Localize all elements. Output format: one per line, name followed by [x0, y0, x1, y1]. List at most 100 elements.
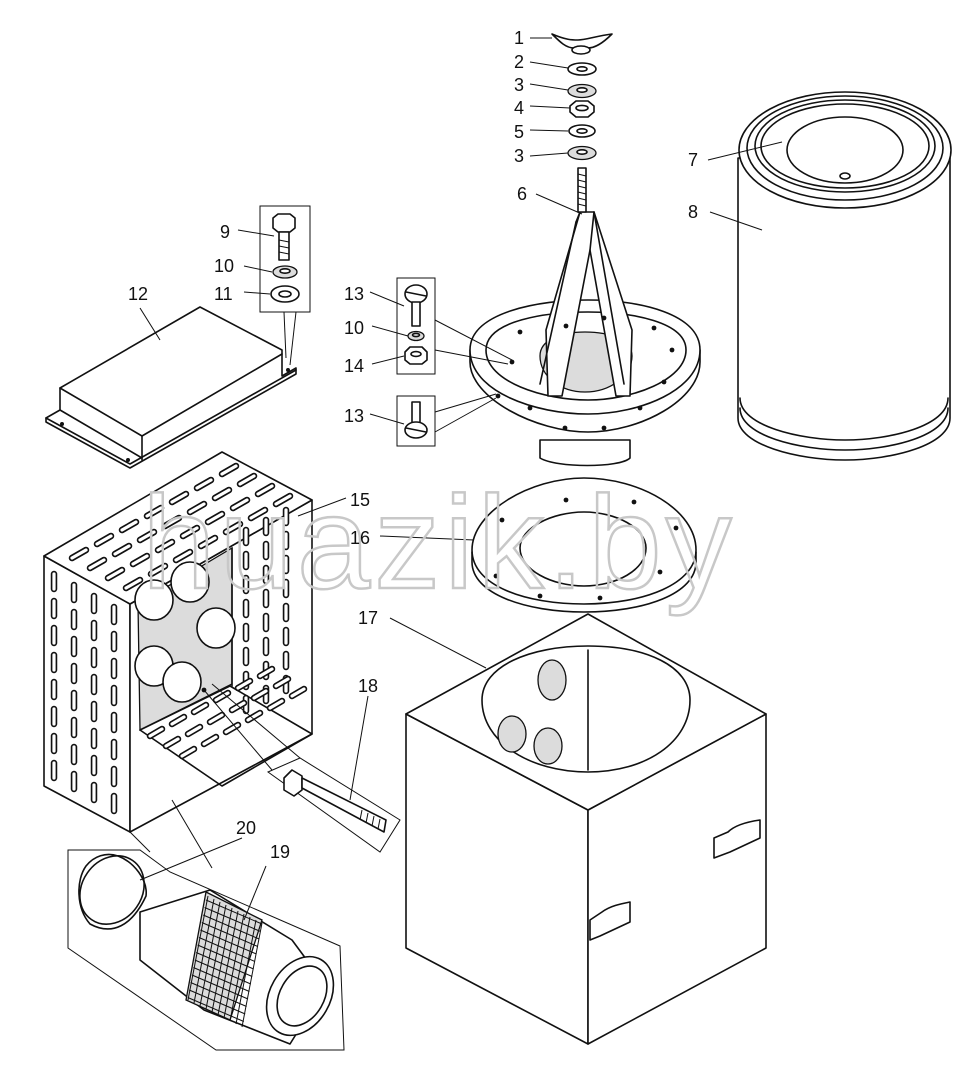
perforation-slot-inner [213, 488, 231, 500]
perforation-slot-inner [256, 484, 274, 496]
callout-8: 8 [688, 202, 698, 222]
callout-2: 2 [514, 52, 524, 72]
perforation-slot-inner [131, 554, 149, 566]
perforation-slot-inner [88, 558, 106, 570]
perforation-slot-inner [202, 735, 218, 746]
mesh-line [198, 937, 256, 962]
perforation-slot-inner [170, 715, 186, 726]
perforation-slot-inner [208, 713, 224, 724]
screw-13-lower [404, 401, 428, 439]
mesh-line [241, 922, 263, 1028]
perforation-slot-inner [124, 578, 142, 590]
perforation-slot-inner [138, 530, 156, 542]
callout-9: 9 [220, 222, 230, 242]
perforation-slot-inner [214, 691, 230, 702]
callout-15: 15 [350, 490, 370, 510]
perforation-slot-inner [258, 667, 274, 678]
cover-with-cone-6 [469, 167, 701, 467]
perforation-slot-inner [164, 737, 180, 748]
perforation-slot-inner [252, 689, 268, 700]
flat-washer-11 [270, 285, 300, 303]
gasket-16 [471, 477, 697, 613]
perforation-slot-inner [180, 747, 196, 758]
mesh-line [190, 982, 247, 1007]
mesh-line [229, 916, 251, 1022]
perforation-slot-inner [192, 703, 208, 714]
mesh-line [211, 907, 233, 1013]
perforation-slot-inner [290, 687, 306, 698]
mesh-line [205, 904, 227, 1010]
callout-1: 1 [514, 28, 524, 48]
perforated-cage-15 [43, 451, 313, 833]
hex-nut-4 [569, 100, 595, 118]
spring-washer-10-b [407, 330, 425, 342]
perforation-slot-inner [249, 508, 267, 520]
mesh-line [201, 922, 258, 947]
intake-mesh [187, 895, 263, 1028]
perforation-slot-inner [195, 478, 213, 490]
callout-labels: 1 2 3 4 5 3 6 7 8 9 10 11 12 13 10 14 13… [128, 28, 698, 862]
perforation-slot-inner [274, 677, 290, 688]
slots-right-panel [242, 506, 290, 715]
perforation-slot-inner [95, 534, 113, 546]
perforation-slot-inner [156, 540, 174, 552]
callout-7: 7 [688, 150, 698, 170]
mesh-line [189, 989, 246, 1015]
perforation-slot-inner [199, 536, 217, 548]
perforation-slot-inner [120, 520, 138, 532]
perforation-slot-inner [236, 679, 252, 690]
perforation-slot-inner [70, 548, 88, 560]
callout-16: 16 [350, 528, 370, 548]
perforation-slot-inner [170, 492, 188, 504]
leader-lines [139, 37, 783, 921]
callout-18: 18 [358, 676, 378, 696]
ring-20 [78, 853, 147, 930]
perforation-slot-inner [268, 699, 284, 710]
lock-washer-3-upper [567, 83, 597, 99]
mesh-line [193, 967, 250, 992]
perforation-slot-inner [113, 544, 131, 556]
lock-washer-3-lower [567, 145, 597, 161]
washer-5 [568, 124, 596, 138]
perforation-slot-inner [224, 522, 242, 534]
outer-housing-17 [405, 613, 767, 1045]
mesh-line [203, 914, 260, 940]
callout-10-lower: 10 [344, 318, 364, 338]
watermark-text: huazik.by [142, 469, 736, 616]
perforation-slot-inner [238, 474, 256, 486]
long-bolt-18 [283, 769, 387, 833]
mesh-line [235, 919, 257, 1025]
spring-washer-10 [272, 265, 298, 279]
perforation-slot-inner [188, 502, 206, 514]
mesh-line [197, 944, 254, 970]
perforation-slot-inner [220, 464, 238, 476]
callout-11: 11 [214, 284, 233, 304]
mesh-line [204, 907, 261, 932]
perforation-slot-inner [231, 498, 249, 510]
wing-nut [551, 33, 613, 55]
intake-cone-19 [139, 889, 335, 1045]
long-bolt-frame [266, 757, 401, 853]
intake-detail-frame [67, 849, 345, 1051]
perforation-slot-inner [145, 506, 163, 518]
mesh-line [200, 929, 257, 955]
perforation-slot-inner [186, 725, 202, 736]
callout-13-lower: 13 [344, 406, 364, 426]
callout-6: 6 [517, 184, 527, 204]
mesh-line [205, 899, 263, 925]
mesh-line [196, 952, 253, 977]
screw-kit-frame-lower [396, 395, 436, 447]
perforation-slot-inner [206, 512, 224, 524]
filter-cover-7 [754, 99, 936, 193]
screw-13-upper [404, 284, 428, 327]
mesh-line [199, 901, 221, 1007]
callout-3-upper: 3 [514, 75, 524, 95]
slots-left-panel [50, 570, 118, 815]
fastener-kit-frame [259, 205, 311, 313]
cover-plate-12 [45, 306, 297, 469]
callout-20: 20 [236, 818, 256, 838]
mesh-line [187, 997, 244, 1022]
mesh-line [191, 974, 249, 1000]
